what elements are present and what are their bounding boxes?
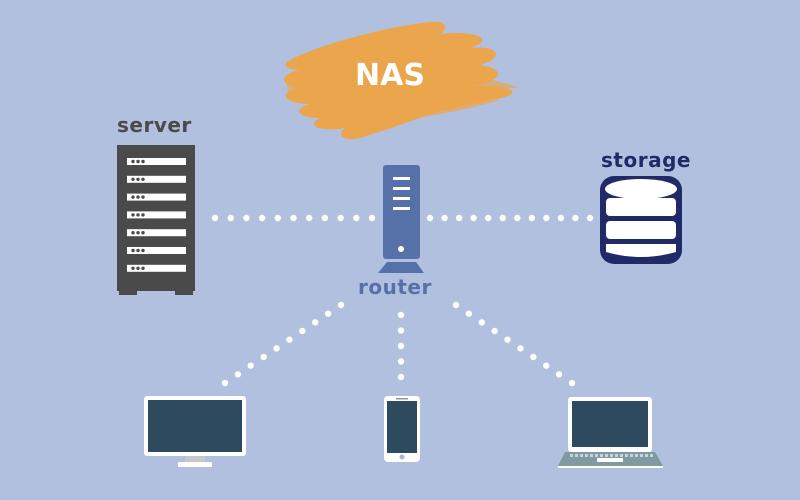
server-slot xyxy=(127,264,186,272)
diagram-title: NAS xyxy=(355,58,425,93)
link-dot-router-storage xyxy=(514,214,521,222)
link-dot-router-phone xyxy=(397,358,405,365)
nas-brush-background xyxy=(284,21,520,140)
smartphone-icon xyxy=(384,396,420,462)
link-dot-server-router xyxy=(274,214,281,222)
link-dot-router-storage xyxy=(586,214,594,222)
link-dot-router-storage xyxy=(470,214,477,222)
link-dot-router-laptop xyxy=(465,310,473,317)
link-dot-server-router xyxy=(211,214,219,222)
server-slot xyxy=(127,175,186,183)
link-dot-router-phone xyxy=(397,373,405,381)
router-tower-icon xyxy=(378,165,424,273)
server-label: server xyxy=(117,113,192,137)
link-dot-router-storage xyxy=(484,214,492,222)
link-dot-router-storage xyxy=(528,214,536,222)
link-dot-router-laptop xyxy=(555,371,563,378)
link-dot-router-storage xyxy=(455,214,463,222)
link-dot-router-storage xyxy=(572,214,579,222)
link-dot-router-desktop xyxy=(273,345,280,352)
link-dot-server-router xyxy=(321,214,329,222)
link-dot-router-desktop xyxy=(324,310,332,317)
router-label: router xyxy=(358,275,432,299)
link-dot-server-router xyxy=(353,214,360,222)
link-dot-server-router xyxy=(258,214,266,222)
link-dot-router-desktop xyxy=(260,353,267,361)
link-dot-router-laptop xyxy=(452,301,460,309)
server-slot xyxy=(127,158,186,165)
link-dot-router-desktop xyxy=(221,379,229,387)
link-dot-router-desktop xyxy=(247,362,254,369)
link-dot-server-router xyxy=(306,214,313,222)
link-dot-router-laptop xyxy=(543,362,550,369)
server-slot xyxy=(127,211,186,219)
server-slot xyxy=(127,229,186,237)
link-dot-router-laptop xyxy=(504,336,511,343)
link-dot-router-phone xyxy=(397,311,405,319)
link-dot-server-router xyxy=(368,214,376,222)
link-dot-server-router xyxy=(290,214,297,222)
server-rack-icon xyxy=(117,145,195,295)
connection-links xyxy=(211,214,594,387)
link-dot-router-storage xyxy=(426,214,434,222)
server-slot xyxy=(127,247,186,254)
link-dot-router-desktop xyxy=(312,319,319,326)
database-icon xyxy=(600,176,682,264)
link-dot-router-desktop xyxy=(286,336,293,343)
link-dot-server-router xyxy=(243,214,250,222)
link-dot-router-phone xyxy=(397,342,405,350)
link-dot-server-router xyxy=(337,214,344,222)
storage-label: storage xyxy=(601,148,691,172)
server-slot xyxy=(127,193,186,201)
link-dot-router-phone xyxy=(397,327,405,334)
link-dot-server-router xyxy=(227,214,234,222)
link-dot-router-laptop xyxy=(491,327,498,335)
link-dot-router-laptop xyxy=(478,319,485,326)
link-dot-router-storage xyxy=(557,214,565,222)
link-dot-router-storage xyxy=(499,214,506,222)
laptop-icon xyxy=(558,397,663,468)
link-dot-router-laptop xyxy=(568,379,576,387)
link-dot-router-desktop xyxy=(337,301,345,309)
link-dot-router-desktop xyxy=(299,327,306,335)
desktop-monitor-icon xyxy=(144,396,246,467)
link-dot-router-desktop xyxy=(234,371,242,378)
link-dot-router-storage xyxy=(543,214,550,222)
link-dot-router-laptop xyxy=(517,345,524,352)
link-dot-router-storage xyxy=(441,214,448,222)
link-dot-router-laptop xyxy=(530,353,537,361)
